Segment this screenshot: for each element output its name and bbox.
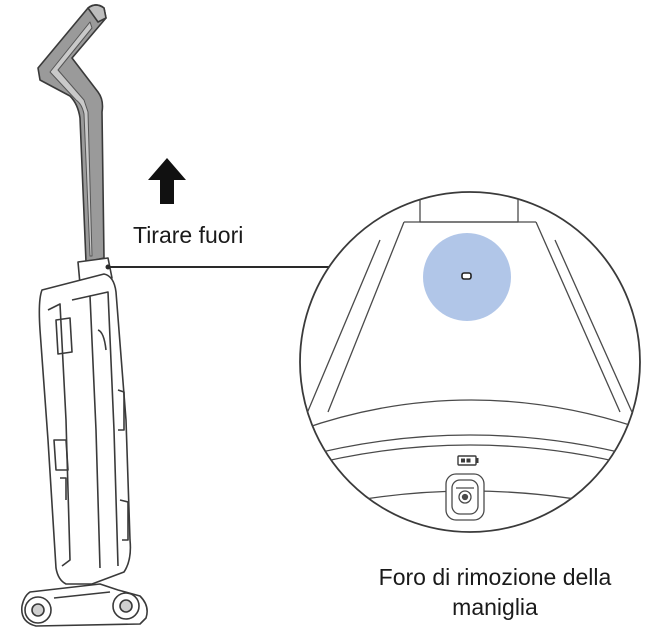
removal-hole-label-line1: Foro di rimozione della xyxy=(378,564,612,590)
handle xyxy=(37,4,107,263)
handle-grip xyxy=(37,4,107,263)
removal-hole-label: Foro di rimozione della maniglia xyxy=(345,562,645,622)
arrow-up-icon xyxy=(148,158,186,204)
removal-hole-label-line2: maniglia xyxy=(452,594,538,620)
magnified-detail xyxy=(299,191,641,533)
handle-removal-hole xyxy=(461,272,472,280)
pull-out-label: Tirare fuori xyxy=(133,222,244,248)
vacuum-body xyxy=(38,257,132,585)
floor-head xyxy=(20,583,148,627)
battery-icon xyxy=(457,455,479,466)
